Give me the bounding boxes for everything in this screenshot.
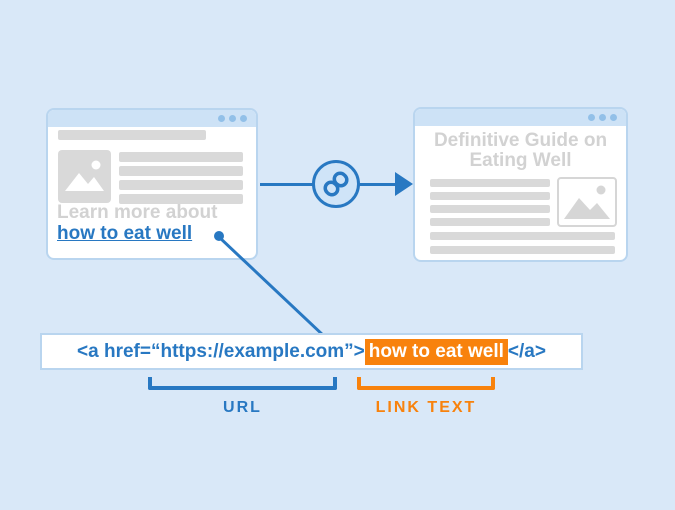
target-page-window: Definitive Guide on Eating Well: [413, 107, 628, 262]
source-window-titlebar: [48, 110, 256, 127]
window-control-dot: [240, 115, 247, 122]
text-placeholder-bar: [119, 180, 243, 190]
target-window-titlebar: [415, 109, 626, 126]
headline-placeholder-bar: [58, 130, 206, 140]
url-label: URL: [223, 399, 262, 416]
callout-connector-dot: [214, 231, 224, 241]
image-placeholder: [58, 150, 111, 203]
text-placeholder-bar: [430, 246, 615, 254]
window-control-dot: [610, 114, 617, 121]
chain-link-icon: [323, 171, 349, 197]
text-placeholder-bar: [430, 192, 550, 200]
window-control-dots: [588, 114, 617, 121]
link-text-bracket: [357, 377, 495, 390]
window-control-dot: [229, 115, 236, 122]
target-page-title: Definitive Guide on Eating Well: [415, 131, 626, 171]
target-page-title-line2: Eating Well: [469, 150, 572, 171]
target-page-title-line1: Definitive Guide on: [433, 130, 608, 151]
text-placeholder-bar: [119, 166, 243, 176]
code-link-text-highlight: how to eat well: [364, 338, 508, 365]
text-placeholder-bar: [430, 179, 550, 187]
link-text-label: LINK TEXT: [375, 399, 477, 416]
link-arrow-head: [395, 172, 413, 196]
window-control-dot: [588, 114, 595, 121]
window-control-dots: [218, 115, 247, 122]
image-placeholder: [557, 177, 617, 227]
text-placeholder-bar: [119, 152, 243, 162]
window-control-dot: [599, 114, 606, 121]
text-placeholder-bar: [430, 205, 550, 213]
code-anchor-close-tag: </a>: [507, 340, 546, 362]
mountain-photo-icon: [65, 160, 104, 191]
url-bracket: [148, 377, 337, 390]
text-placeholder-bar: [119, 194, 243, 204]
code-anchor-open-tag: <a href=“https://example.com”>: [77, 340, 365, 362]
callout-connector-line: [216, 235, 324, 336]
source-intro-text: Learn more about: [57, 202, 218, 223]
source-anchor-link[interactable]: how to eat well: [57, 223, 193, 244]
link-badge: [312, 160, 360, 208]
source-page-window: Learn more about how to eat well: [46, 108, 258, 260]
mountain-photo-icon: [564, 185, 610, 219]
window-control-dot: [218, 115, 225, 122]
text-placeholder-bar: [430, 218, 550, 226]
text-placeholder-bar: [430, 232, 615, 240]
code-snippet-box: <a href=“https://example.com”>how to eat…: [40, 333, 583, 370]
